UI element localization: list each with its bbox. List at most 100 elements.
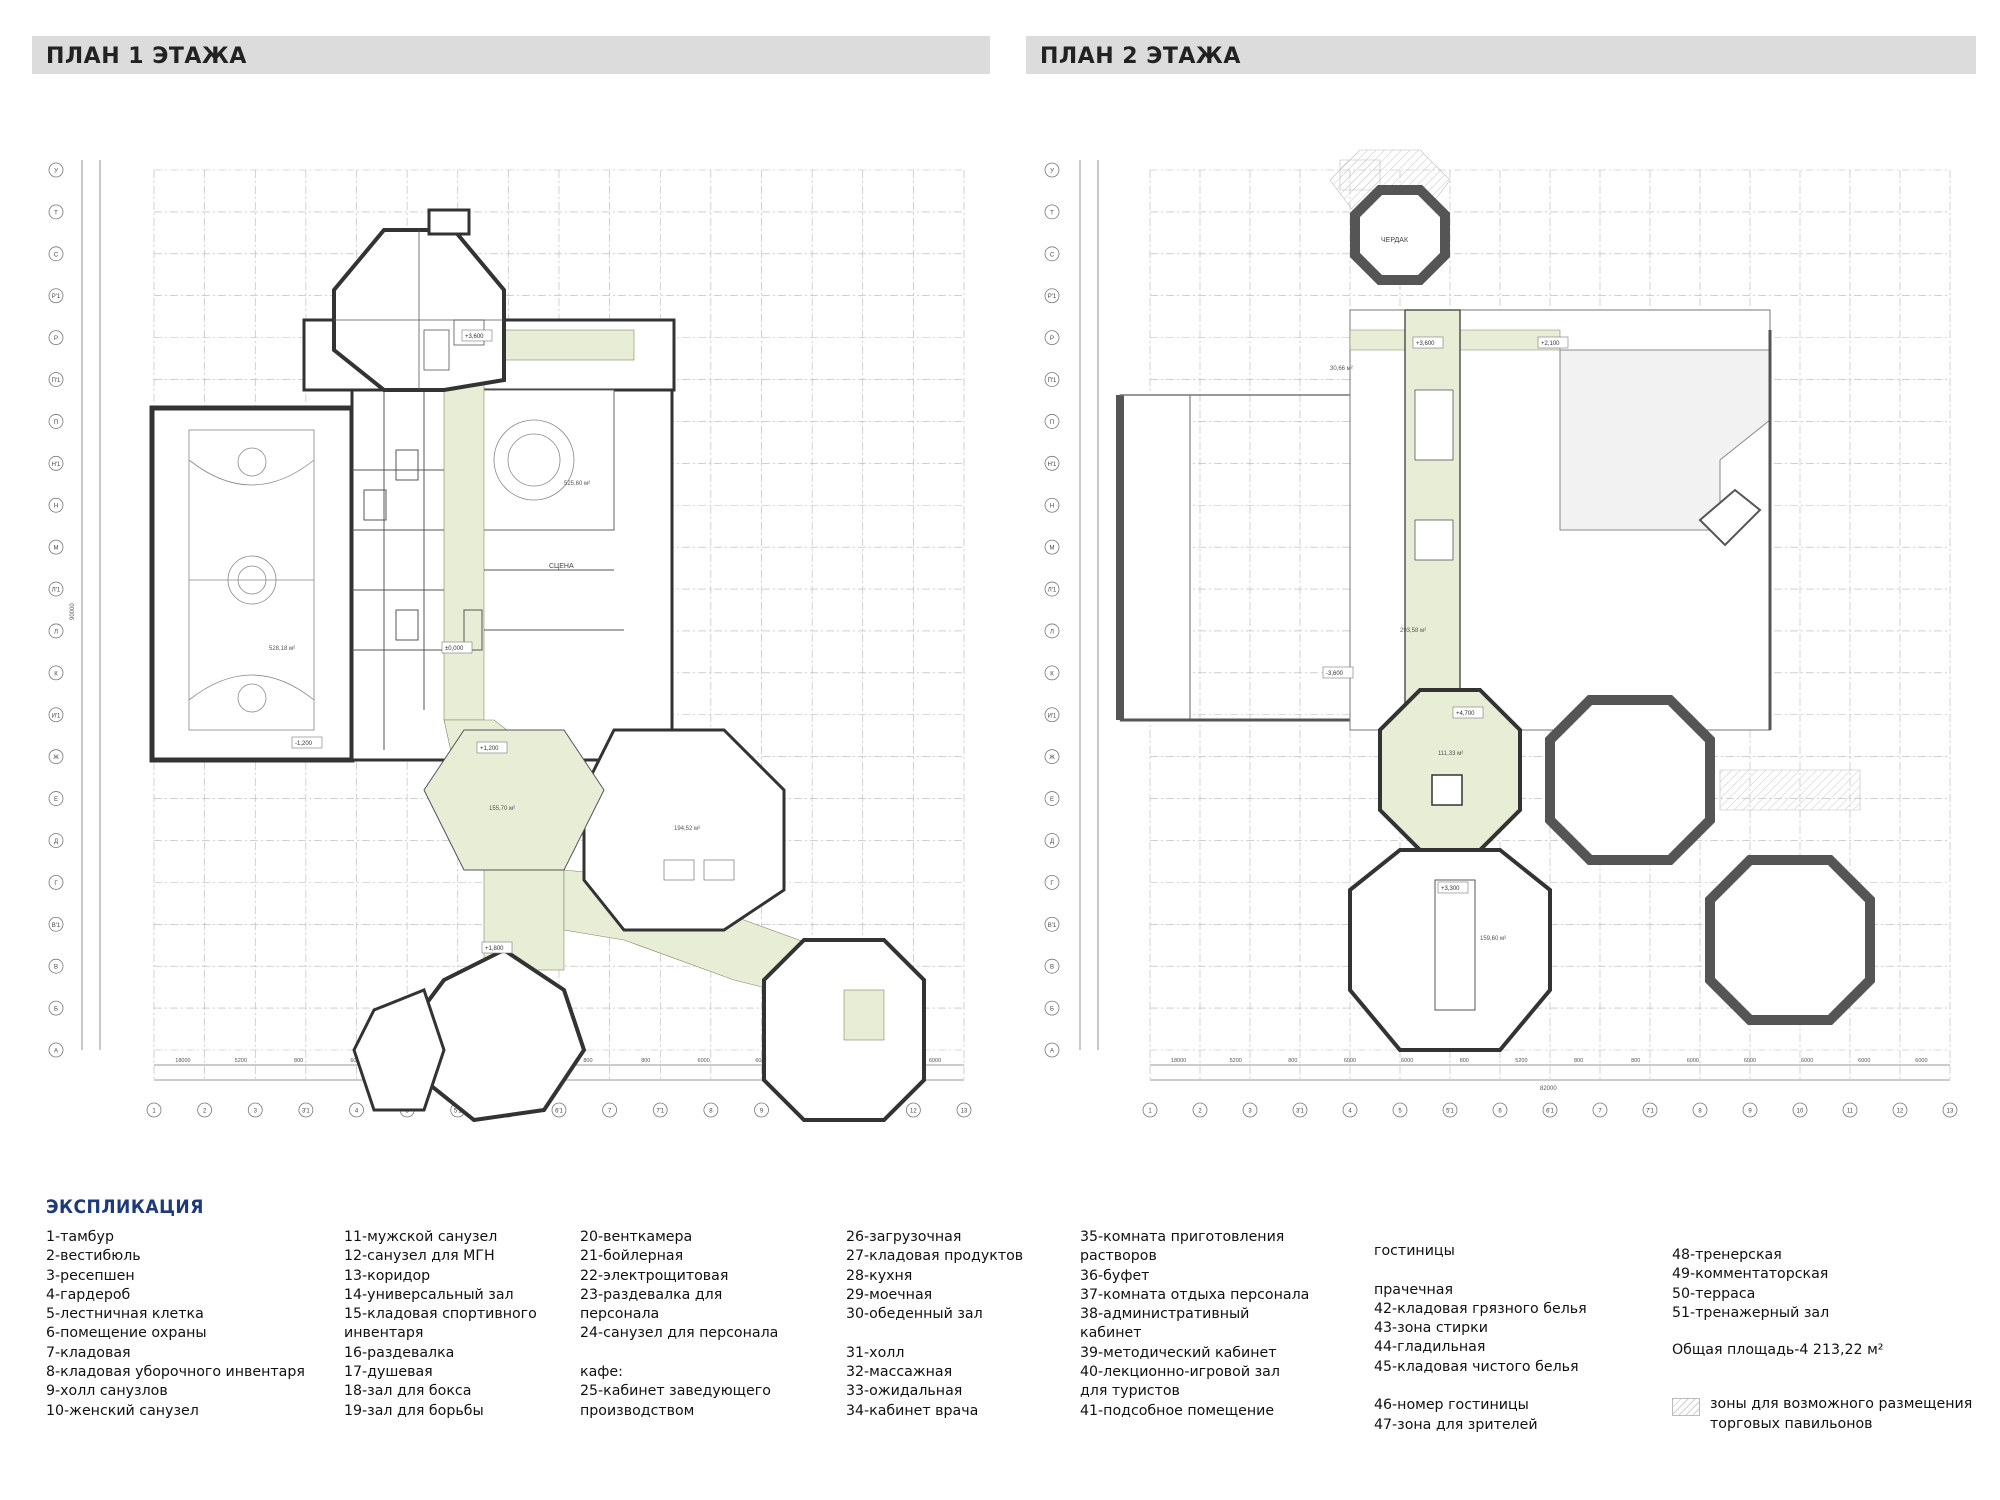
central-block-walls bbox=[302, 318, 676, 762]
attic-octagon bbox=[1350, 185, 1450, 285]
column-axis-marker bbox=[1742, 1102, 1758, 1118]
universal-sports-hall bbox=[149, 405, 355, 763]
legend-item: 15-кладовая спортивного bbox=[344, 1306, 537, 1323]
central-octagon-upper bbox=[1378, 688, 1522, 852]
row-axis-marker bbox=[1044, 1000, 1060, 1016]
column-dimension: 800 bbox=[294, 1058, 303, 1064]
legend-item: инвентаря bbox=[344, 1325, 424, 1342]
row-axis-marker bbox=[48, 372, 64, 387]
column-axis-label: 13 bbox=[1947, 1109, 1954, 1115]
row-axis-label: Т bbox=[54, 210, 58, 216]
column-dimension: 800 bbox=[1631, 1058, 1640, 1064]
column-dimension: 5200 bbox=[235, 1058, 247, 1064]
level-mark-box bbox=[476, 741, 508, 754]
row-axis-label: С bbox=[1050, 252, 1055, 258]
level-mark-box bbox=[291, 736, 323, 749]
legend-item: 26-загрузочная bbox=[846, 1229, 962, 1245]
legend-item: 11-мужской санузел bbox=[344, 1229, 498, 1245]
column-dimension: 6000 bbox=[1858, 1058, 1870, 1064]
column-axis-label: 7 bbox=[608, 1109, 612, 1115]
row-axis-marker bbox=[1044, 414, 1060, 429]
row-axis-marker bbox=[1044, 623, 1060, 639]
row-axis-label: Г bbox=[1050, 881, 1054, 887]
legend-item bbox=[1374, 1261, 1587, 1280]
row-axis-label: П bbox=[54, 420, 58, 426]
column-dimension: 6000 bbox=[929, 1058, 941, 1064]
row-axis-marker bbox=[48, 958, 64, 974]
legend-item: 44-гладильная bbox=[1374, 1339, 1486, 1356]
sport-hall-area: 528,18 м² bbox=[269, 646, 295, 652]
column-axis-label: 3 bbox=[1248, 1109, 1252, 1115]
row-axis-marker bbox=[48, 162, 64, 178]
column-dimension: 6000 bbox=[1915, 1058, 1927, 1064]
legend-item: 21-бойлерная bbox=[580, 1248, 684, 1265]
row-axis-marker bbox=[48, 497, 64, 513]
row-axis-marker bbox=[48, 414, 64, 429]
legend-item: 48-тренерская bbox=[1672, 1247, 1782, 1263]
row-axis-marker bbox=[48, 623, 64, 639]
legend-item: прачечная bbox=[1374, 1281, 1453, 1298]
column-axis-label: 5'1 bbox=[1446, 1109, 1454, 1115]
legend-item: кафе: bbox=[580, 1364, 623, 1381]
row-axis-label: И'1 bbox=[1048, 713, 1057, 719]
row-axis-marker bbox=[48, 288, 64, 304]
column-axis-marker bbox=[1592, 1102, 1608, 1118]
row-axis-label: Н bbox=[54, 504, 58, 510]
row-axis-marker bbox=[48, 833, 64, 848]
row-axis-label: П'1 bbox=[1048, 378, 1057, 384]
row-axis-label: Д bbox=[54, 839, 58, 845]
row-axis-marker bbox=[1044, 539, 1060, 555]
level-mark-box bbox=[1452, 706, 1484, 719]
row-axis-label: И'1 bbox=[52, 713, 61, 719]
legend-item: 42-кладовая грязного белья bbox=[1374, 1300, 1587, 1317]
row-axis-label: К bbox=[1050, 671, 1054, 677]
legend-item: 28-кухня bbox=[846, 1267, 913, 1284]
row-axis-marker bbox=[48, 539, 64, 555]
level-mark: +2,100 bbox=[1541, 341, 1560, 347]
level-mark: +4,700 bbox=[1456, 711, 1475, 717]
legend-item: 17-душевая bbox=[344, 1364, 433, 1381]
f2-area-1: 293,58 м² bbox=[1400, 628, 1426, 634]
column-axis-label: 2 bbox=[203, 1109, 207, 1115]
column-axis-marker bbox=[1892, 1102, 1908, 1118]
hall-area: 525,60 м² bbox=[564, 481, 590, 487]
row-axis-marker bbox=[48, 330, 64, 346]
column-axis-marker bbox=[1292, 1102, 1308, 1118]
legend-item: 34-кабинет врача bbox=[846, 1402, 979, 1419]
level-mark-box bbox=[1412, 336, 1444, 349]
row-axis-label: К bbox=[54, 671, 58, 677]
row-axis-marker bbox=[48, 246, 64, 262]
column-axis-marker bbox=[1142, 1102, 1158, 1118]
column-dimension: 6000 bbox=[1344, 1058, 1356, 1064]
column-axis-marker bbox=[905, 1102, 921, 1118]
column-dimension: 6000 bbox=[1687, 1058, 1699, 1064]
total-area: Общая площадь-4 213,22 м² bbox=[1672, 1342, 1884, 1358]
legend-item: 49-комментаторская bbox=[1672, 1266, 1829, 1283]
legend-item bbox=[1374, 1377, 1587, 1396]
column-axis-label: 3 bbox=[254, 1109, 258, 1115]
row-axis-marker bbox=[1044, 455, 1060, 471]
row-axis-marker bbox=[48, 707, 64, 723]
row-axis-label: Р bbox=[1050, 336, 1054, 342]
row-axis-label: Б bbox=[54, 1007, 58, 1013]
row-axis-marker bbox=[48, 916, 64, 932]
column-axis-marker bbox=[754, 1102, 769, 1118]
column-axis-label: 9 bbox=[1748, 1109, 1752, 1115]
column-dimension: 5200 bbox=[1230, 1058, 1242, 1064]
row-axis-label: Ж bbox=[53, 755, 59, 761]
gallery-wc-blocks bbox=[1414, 389, 1454, 561]
row-axis-label: В bbox=[1050, 965, 1054, 971]
hall-circle-marking bbox=[493, 419, 575, 501]
interior-partitions bbox=[352, 390, 624, 750]
row-axis-marker bbox=[1044, 581, 1060, 597]
legend-item: 2-вестибюль bbox=[46, 1248, 141, 1265]
legend-item: растворов bbox=[1080, 1248, 1157, 1265]
